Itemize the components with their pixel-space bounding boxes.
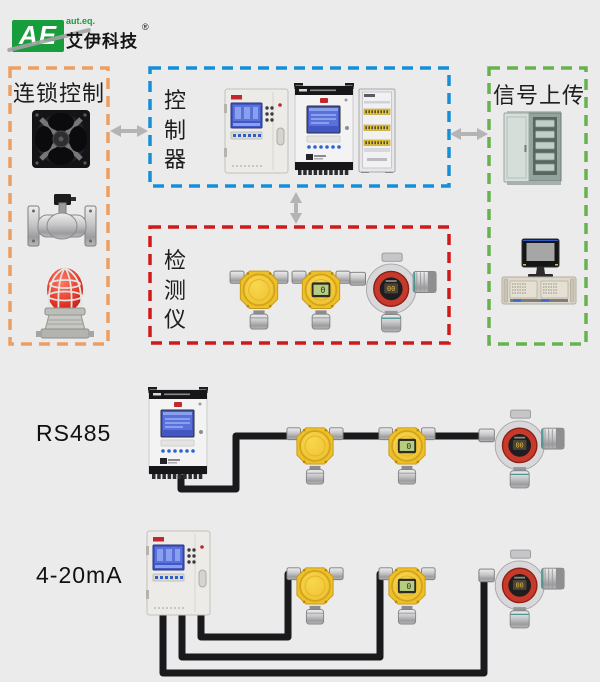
- rs485-label: RS485: [36, 420, 112, 446]
- controller-label: 控制器: [163, 88, 186, 173]
- ma420-label: 4-20mA: [36, 562, 123, 588]
- exhaust-fan-image: [32, 110, 90, 168]
- gas-detector-yellow-image: [229, 270, 289, 330]
- industrial-computer-image: [501, 238, 577, 305]
- arrow-interlock-controller-icon: [110, 125, 148, 137]
- alarm-beacon-image: [36, 267, 94, 339]
- upload-label: 信号上传: [493, 83, 586, 108]
- registered-mark: ®: [142, 22, 149, 32]
- bus-controller-image: [294, 83, 354, 175]
- interlock-box: [8, 66, 110, 346]
- ma420-detector-2-image: [378, 556, 436, 625]
- solenoid-valve-image: [27, 194, 97, 247]
- logo: AE aut.eq. 艾伊科技 ®: [6, 14, 180, 58]
- rs485-detector-3-image: [478, 409, 565, 489]
- arrow-controller-detector-icon: [290, 192, 302, 224]
- server-cabinet-image: [503, 110, 562, 186]
- rs485-detector-1-image: [286, 426, 344, 485]
- controller-box: [148, 66, 451, 188]
- ma420-detector-3-image: [478, 549, 565, 629]
- ma420-cable-2: [178, 570, 384, 661]
- ma420-detector-1-image: [286, 566, 344, 625]
- upload-box: [487, 66, 588, 346]
- arrow-controller-upload-icon: [450, 128, 488, 140]
- rs485-detector-2-image: [378, 416, 436, 485]
- detector-box: [148, 225, 451, 345]
- logo-tagline: aut.eq.: [66, 16, 96, 26]
- detector-label: 检测仪: [163, 248, 186, 333]
- ma420-cable-1: [197, 570, 292, 641]
- terminal-rack-cabinet-image: [358, 88, 396, 173]
- ma420-controller-image: [146, 530, 211, 616]
- ma420-cable-3: [159, 571, 488, 677]
- interlock-label: 连锁控制: [13, 81, 106, 106]
- rs485-controller-image: [148, 387, 208, 479]
- gas-detector-display-image: [291, 259, 351, 330]
- wall-mount-controller-image: [224, 88, 289, 174]
- gas-detector-armored-image: [349, 252, 437, 333]
- company-name: 艾伊科技: [66, 32, 138, 51]
